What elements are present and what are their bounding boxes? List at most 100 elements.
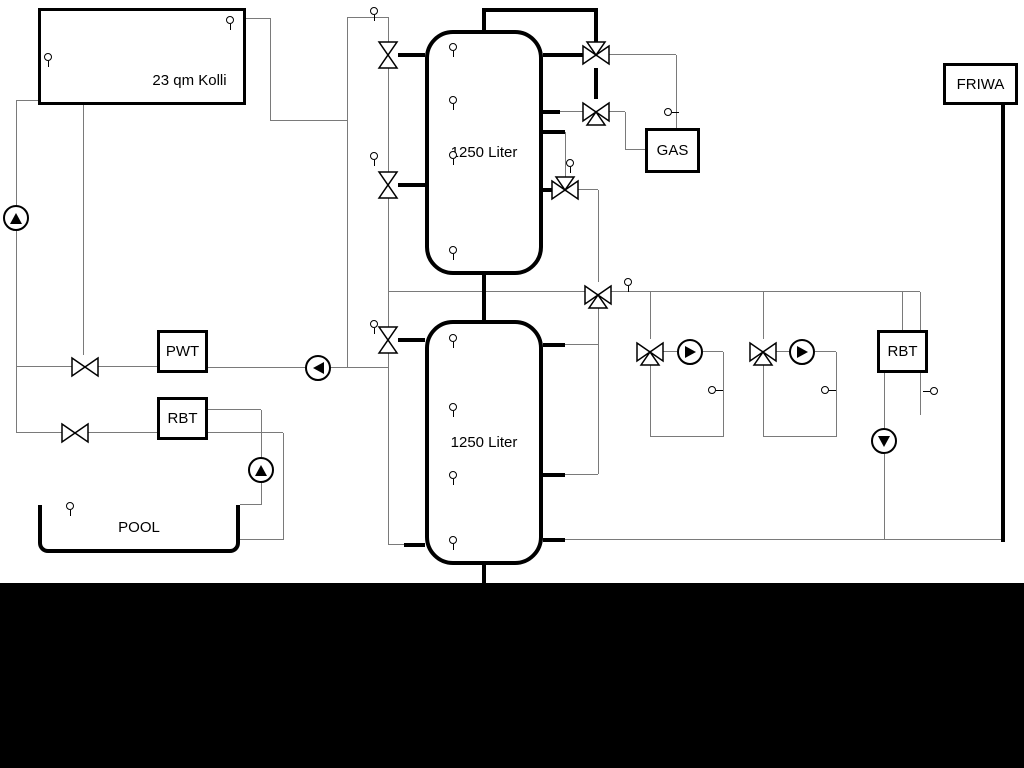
pump-icon (789, 339, 815, 365)
pipe-segment-thick (543, 343, 565, 347)
pipe-segment (16, 100, 38, 101)
valve-icon (747, 336, 779, 368)
pipe-segment (609, 54, 676, 55)
rbt-left-label: RBT (167, 410, 198, 427)
pipe-segment (703, 351, 723, 352)
tank-bottom-label: 1250 Liter (450, 434, 518, 451)
pipe-segment (565, 344, 598, 345)
pipe-segment (611, 291, 920, 292)
pipe-segment-thick (398, 53, 425, 57)
pipe-segment (208, 432, 283, 433)
pipe-segment (650, 292, 651, 339)
valve-icon (372, 324, 404, 356)
rbt-right-label: RBT (887, 343, 918, 360)
sensor-stem (48, 61, 49, 67)
sensor-icon (449, 536, 457, 544)
pipe-segment-thick (482, 563, 486, 583)
sensor-icon (821, 386, 829, 394)
pwt-heat-exchanger-box: PWT (157, 330, 208, 373)
pipe-segment (625, 112, 626, 150)
pipe-segment (270, 18, 271, 120)
pipe-segment (388, 291, 585, 292)
black-footer-band (0, 583, 1024, 768)
pump-icon (871, 428, 897, 454)
sensor-icon (449, 471, 457, 479)
pump-icon (677, 339, 703, 365)
sensor-icon (370, 320, 378, 328)
sensor-stem (453, 342, 454, 348)
pipe-segment (388, 17, 389, 545)
pipe-segment (763, 292, 764, 339)
pipe-segment (650, 365, 651, 437)
pipe-segment (565, 539, 1003, 540)
sensor-stem (716, 390, 723, 391)
pipe-segment (763, 436, 837, 437)
gas-boiler-box: GAS (645, 128, 700, 173)
pipe-segment (208, 367, 388, 368)
pipe-segment (565, 474, 598, 475)
pwt-label: PWT (165, 343, 200, 360)
tank-top-label: 1250 Liter (450, 144, 518, 161)
pipe-segment (884, 373, 885, 428)
sensor-icon (370, 152, 378, 160)
rbt-right-box: RBT (877, 330, 928, 373)
sensor-icon (566, 159, 574, 167)
pipe-segment (208, 409, 261, 410)
pipe-segment (902, 292, 903, 330)
sensor-icon (664, 108, 672, 116)
pump-direction-arrow (255, 464, 267, 476)
sensor-stem (230, 24, 231, 30)
solar-collector-box: 23 qm Kolli (38, 8, 246, 105)
sensor-stem (453, 104, 454, 110)
valve-icon (634, 336, 666, 368)
pipe-segment-thick (398, 183, 425, 187)
pipe-segment-thick (482, 273, 486, 322)
valve-icon (59, 417, 91, 449)
sensor-icon (930, 387, 938, 395)
buffer-tank-bottom: 1250 Liter (425, 320, 543, 565)
pipe-segment-thick (404, 543, 425, 547)
sensor-icon (449, 96, 457, 104)
pipe-segment (246, 18, 270, 19)
pipe-segment-thick (543, 53, 585, 57)
pipe-segment (625, 149, 645, 150)
sensor-icon (370, 7, 378, 15)
pipe-segment-thick (594, 68, 598, 99)
sensor-stem (453, 159, 454, 165)
pump-direction-arrow (312, 362, 324, 374)
sensor-icon (66, 502, 74, 510)
pipe-segment (609, 111, 625, 112)
valve-icon (372, 39, 404, 71)
pipe-segment (270, 120, 347, 121)
pipe-segment (650, 436, 724, 437)
pump-direction-arrow (10, 212, 22, 224)
sensor-icon (449, 151, 457, 159)
pump-icon (3, 205, 29, 231)
rbt-left-box: RBT (157, 397, 208, 440)
pump-direction-arrow (796, 346, 808, 358)
sensor-stem (453, 479, 454, 485)
pipe-segment-thick (398, 338, 425, 342)
friwa-label: FRIWA (956, 75, 1005, 93)
pipe-segment (776, 351, 789, 352)
pipe-segment (676, 55, 677, 128)
sensor-stem (923, 391, 930, 392)
pump-direction-arrow (684, 346, 696, 358)
sensor-icon (449, 43, 457, 51)
pipe-segment (240, 539, 283, 540)
pipe-segment (347, 17, 348, 368)
sensor-icon (449, 403, 457, 411)
sensor-icon (624, 278, 632, 286)
gas-label: GAS (656, 142, 689, 159)
pump-icon (305, 355, 331, 381)
pump-direction-arrow (878, 435, 890, 447)
sensor-stem (453, 51, 454, 57)
pipe-segment-thick (543, 473, 565, 477)
pipe-segment (347, 17, 388, 18)
sensor-icon (226, 16, 234, 24)
friwa-box: FRIWA (943, 63, 1018, 105)
valve-icon (582, 279, 614, 311)
sensor-stem (453, 254, 454, 260)
